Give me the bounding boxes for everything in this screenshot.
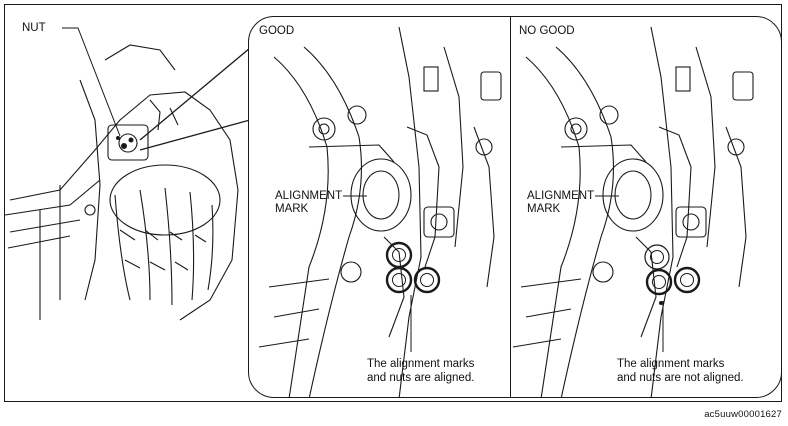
good-heading: GOOD (259, 25, 295, 37)
good-alignment-mark-label: ALIGNMENT MARK (275, 190, 342, 216)
no-good-caption: The alignment marks and nuts are not ali… (617, 357, 744, 385)
no-good-detail-illustration (512, 26, 754, 397)
alignment-mark-line1: ALIGNMENT (275, 190, 343, 202)
no-good-caption-line2: and nuts are not aligned. (617, 372, 744, 384)
no-good-panel: NO GOOD ALIGNMENT MARK The alignment mar… (510, 16, 782, 398)
alignment-mark-line2: MARK (527, 203, 561, 215)
alignment-mark-line2: MARK (275, 203, 309, 215)
nut-label: NUT (22, 22, 46, 34)
good-caption: The alignment marks and nuts are aligned… (367, 357, 474, 385)
good-detail-illustration (258, 26, 502, 397)
good-caption-line1: The alignment marks (367, 358, 475, 370)
document-id: ac5uuw00001627 (704, 409, 782, 420)
no-good-alignment-mark-label: ALIGNMENT MARK (527, 190, 594, 216)
no-good-caption-line1: The alignment marks (617, 358, 725, 370)
good-caption-line2: and nuts are aligned. (367, 372, 475, 384)
no-good-heading: NO GOOD (519, 25, 575, 37)
good-panel: GOOD ALIGNMENT MARK The alignment marks … (248, 16, 511, 398)
engine-overview-illustration (4, 27, 250, 321)
alignment-mark-line1: ALIGNMENT (527, 190, 595, 202)
